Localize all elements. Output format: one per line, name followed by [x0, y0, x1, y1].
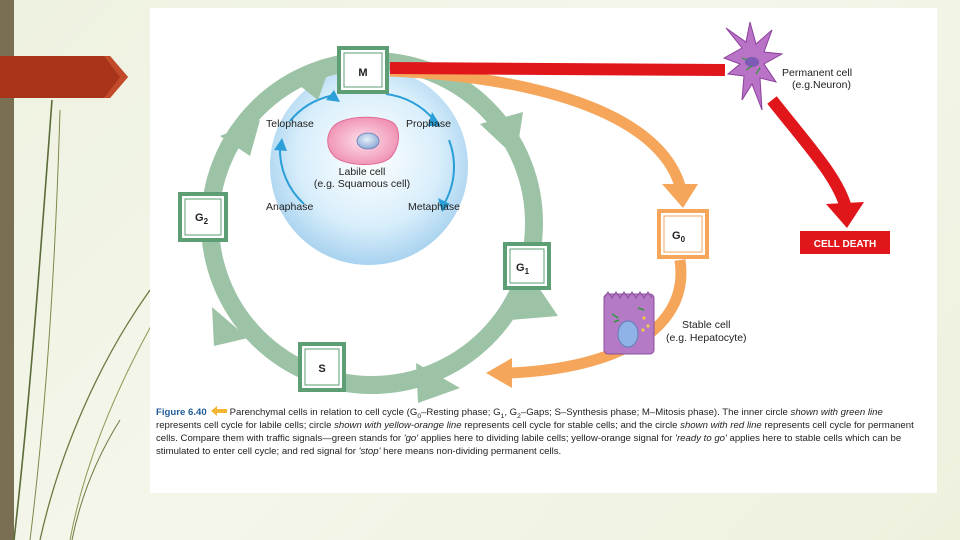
phase-label-m: M	[358, 67, 367, 79]
mitosis-circle	[270, 67, 468, 265]
slide-side-bar	[0, 0, 14, 540]
hepatocyte-illustration	[603, 291, 655, 355]
cell-cycle-diagram: M G2 G1 S G0 Telophase Prophase Anaphase…	[178, 21, 890, 403]
figure-panel: M G2 G1 S G0 Telophase Prophase Anaphase…	[150, 8, 937, 493]
permanent-cell-label: Permanent cell	[782, 67, 852, 79]
svg-text:G1: G1	[516, 262, 530, 276]
stable-cell-label: Stable cell	[682, 319, 730, 331]
phase-label-g0: G	[672, 230, 681, 242]
stable-cycle-path-upper	[389, 65, 686, 188]
phase-box-g2: G2	[178, 192, 228, 242]
phase-sub-g1: 1	[525, 267, 530, 276]
cell-death-box: CELL DEATH	[800, 231, 890, 254]
svg-text:G0: G0	[672, 230, 686, 244]
svg-text:G2: G2	[195, 212, 209, 226]
cell-death-arrowhead	[826, 202, 864, 228]
metaphase-label: Metaphase	[408, 201, 460, 213]
telophase-label: Telophase	[266, 118, 314, 130]
stable-cycle-arrowhead-upper	[662, 184, 698, 208]
phase-box-m: M	[337, 46, 389, 94]
permanent-to-death-path	[767, 96, 852, 210]
figure-label: Figure 6.40	[156, 407, 207, 418]
caption-arrow-icon	[210, 406, 227, 416]
phase-box-g1: G1	[503, 242, 551, 290]
phase-label-s: S	[318, 363, 325, 375]
labile-cell-label: Labile cell	[339, 166, 386, 178]
cell-death-label: CELL DEATH	[814, 239, 876, 250]
phase-sub-g2: 2	[204, 217, 209, 226]
labile-cell-example: (e.g. Squamous cell)	[314, 178, 410, 190]
stable-cell-example: (e.g. Hepatocyte)	[666, 332, 747, 344]
prophase-label: Prophase	[406, 118, 451, 130]
permanent-cell-example: (e.g.Neuron)	[792, 79, 851, 91]
labile-cell-illustration	[327, 116, 399, 165]
phase-box-g0: G0	[657, 209, 709, 259]
stable-cycle-arrowhead-lower	[486, 358, 512, 388]
phase-label-g2: G	[195, 212, 204, 224]
permanent-cycle-path	[389, 62, 726, 76]
slide-accent-arrow	[0, 56, 128, 98]
phase-box-s: S	[298, 342, 346, 392]
anaphase-label: Anaphase	[266, 201, 313, 213]
mitosis-arrowheads	[274, 90, 450, 212]
decorative-swoosh	[13, 99, 161, 540]
phase-sub-g0: 0	[681, 235, 686, 244]
phase-label-g1: G	[516, 262, 525, 274]
labile-cycle-arrowheads	[212, 66, 558, 403]
neuron-illustration	[722, 21, 784, 111]
